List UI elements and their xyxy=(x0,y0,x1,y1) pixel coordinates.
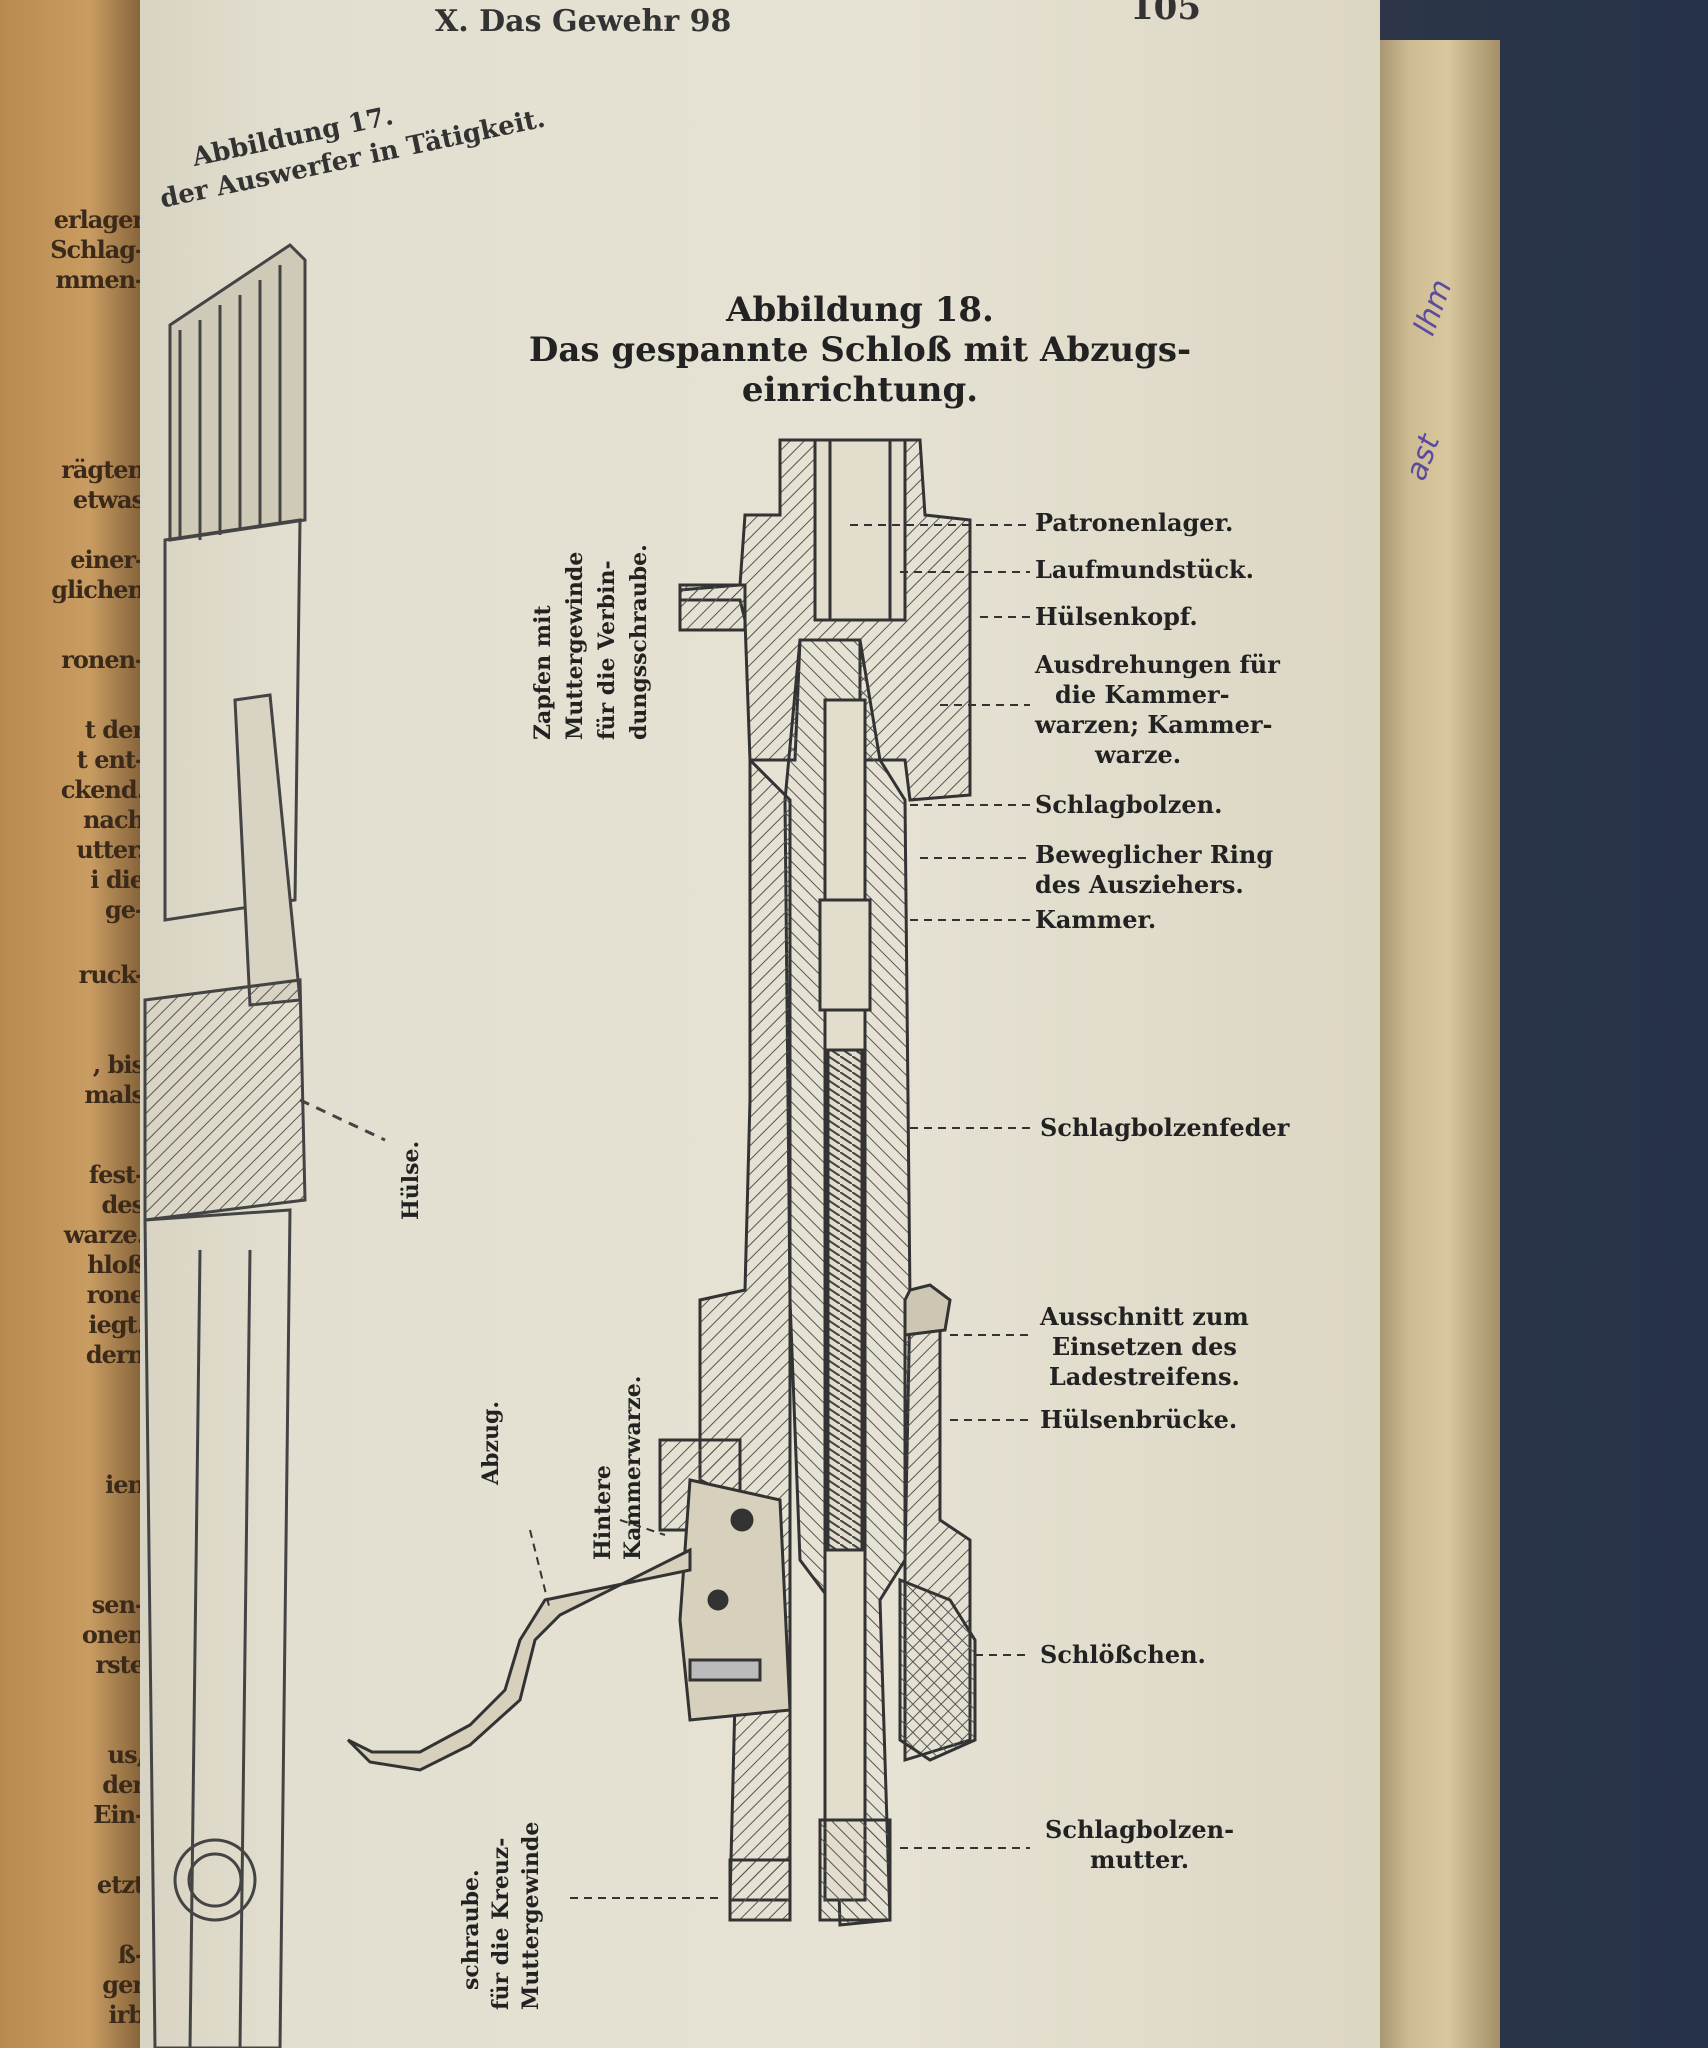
previous-page-text: us, xyxy=(107,1740,145,1769)
vlabel-zapfen: Zapfen mit xyxy=(530,540,556,740)
previous-page-text: der xyxy=(102,1770,145,1799)
leader-lines xyxy=(529,524,1030,1899)
label-huelsenbruecke: Hülsenbrücke. xyxy=(1040,1405,1238,1434)
previous-page-text: ruck- xyxy=(78,960,145,989)
label-mutter-line2: mutter. xyxy=(1089,1845,1190,1874)
vlabel-zapfen-3: für die Verbin- xyxy=(594,540,620,740)
figure18-title-line2: Das gespannte Schloß mit Abzugs- xyxy=(528,330,1192,370)
vlabel-muttergewinde-1: Muttergewinde xyxy=(518,1810,544,2010)
previous-page-text: einer- xyxy=(70,545,145,574)
label-ring-line1: Beweglicher Ring xyxy=(1035,840,1274,869)
previous-page-text: rägten xyxy=(61,455,145,484)
previous-page-text: mmen- xyxy=(55,265,145,294)
chapter-header: X. Das Gewehr 98 xyxy=(435,4,732,39)
label-mutter-line1: Schlagbolzen- xyxy=(1045,1815,1235,1844)
previous-page-text: irb xyxy=(108,2000,145,2029)
label-ausdrehungen-line3: warzen; Kammer- xyxy=(1035,710,1273,739)
label-ring-line2: des Ausziehers. xyxy=(1035,870,1244,899)
label-ausdrehungen-line1: Ausdrehungen für xyxy=(1035,650,1280,679)
previous-page-text: dern xyxy=(85,1340,145,1369)
label-patronenlager: Patronenlager. xyxy=(1035,508,1234,537)
previous-page-text: fest- xyxy=(88,1160,145,1189)
previous-page-text: ronen- xyxy=(61,645,145,674)
previous-page-text: Ein- xyxy=(93,1800,145,1829)
previous-page-text: ger xyxy=(102,1970,145,1999)
vlabel-hintere-kammerwarze-1: Hintere xyxy=(590,1370,616,1560)
page-number: 105 xyxy=(1130,0,1201,28)
vlabel-mutterg-line3: schraube. xyxy=(458,1869,484,1990)
label-kammer: Kammer. xyxy=(1035,905,1157,934)
vlabel-zapfen-line1: Zapfen mit xyxy=(530,605,556,740)
previous-page-text: glichen xyxy=(51,575,145,604)
previous-page-text: i die xyxy=(90,865,145,894)
previous-page-text: nach xyxy=(82,805,145,834)
previous-page-text: warze. xyxy=(63,1220,145,1249)
label-huelsenkopf: Hülsenkopf. xyxy=(1035,602,1198,631)
vlabel-zapfen-line2: Muttergewinde xyxy=(562,551,588,740)
previous-page-text: iegt. xyxy=(88,1310,145,1339)
vlabel-mutterg-line2: für die Kreuz- xyxy=(488,1837,514,2010)
vlabel-zapfen-4: dungsschraube. xyxy=(626,540,652,740)
figure18-drawing xyxy=(346,438,977,1927)
previous-page-text: sen- xyxy=(91,1590,145,1619)
previous-page-text: mals xyxy=(84,1080,145,1109)
vlabel-abzug-text: Abzug. xyxy=(478,1401,504,1485)
previous-page-text: Schlag- xyxy=(50,235,145,264)
label-ausschnitt-line2: Einsetzen des xyxy=(1051,1332,1237,1361)
label-ausdrehungen: Ausdrehungen für die Kammer- warzen; Kam… xyxy=(1035,650,1280,770)
previous-page-text: etwas xyxy=(72,485,145,514)
label-schloesschen: Schlößchen. xyxy=(1040,1640,1206,1669)
previous-page-text: rste xyxy=(95,1650,145,1679)
previous-page-text: rone xyxy=(86,1280,145,1309)
vlabel-mutterg-line1: Muttergewinde xyxy=(518,1821,544,2010)
vlabel-abzug: Abzug. xyxy=(478,1395,504,1485)
previous-page-text: erlager xyxy=(53,205,145,234)
vlabel-zapfen-line4: dungsschraube. xyxy=(626,544,652,740)
label-ausdrehungen-line2: die Kammer- xyxy=(1055,680,1230,709)
vlabel-huelse: Hülse. xyxy=(398,1130,424,1220)
label-laufmundstueck: Laufmundstück. xyxy=(1035,555,1254,584)
previous-page-text: utter. xyxy=(76,835,145,864)
label-beweglicher-ring: Beweglicher Ring des Ausziehers. xyxy=(1035,840,1273,900)
figure18-title-line3: einrichtung. xyxy=(741,370,979,410)
previous-page-text: ge- xyxy=(104,895,145,924)
book-edge: lhm ast xyxy=(1370,40,1500,2048)
label-ausschnitt: Ausschnitt zum Einsetzen des Ladestreife… xyxy=(1040,1302,1249,1392)
figure18-title-line1: Abbildung 18. xyxy=(726,290,994,330)
previous-page-text: , bis xyxy=(92,1050,145,1079)
label-ausdrehungen-line4: warze. xyxy=(1095,740,1182,769)
previous-page-text: onen xyxy=(81,1620,145,1649)
label-schlagbolzenfeder: Schlagbolzenfeder xyxy=(1040,1113,1290,1142)
figure17-drawing xyxy=(143,243,386,2048)
vlabel-muttergewinde-2: für die Kreuz- xyxy=(488,1810,514,2010)
figure18-title: Abbildung 18. Das gespannte Schloß mit A… xyxy=(520,290,1200,410)
label-schlagbolzenmutter: Schlagbolzen- mutter. xyxy=(1045,1815,1234,1875)
label-schlagbolzen: Schlagbolzen. xyxy=(1035,790,1223,819)
vlabel-hintere-line2: Kammerwarze. xyxy=(620,1375,646,1560)
previous-page-text: ien xyxy=(105,1470,145,1499)
vlabel-huelse-text: Hülse. xyxy=(398,1140,424,1220)
previous-page-text: etzt xyxy=(96,1870,145,1899)
vlabel-zapfen-2: Muttergewinde xyxy=(562,540,588,740)
label-ausschnitt-line3: Ladestreifens. xyxy=(1048,1362,1240,1391)
previous-page-text: t ent- xyxy=(76,745,145,774)
vlabel-hintere-line1: Hintere xyxy=(590,1465,616,1560)
vlabel-hintere-kammerwarze-2: Kammerwarze. xyxy=(620,1370,646,1560)
previous-page-text: t der xyxy=(84,715,145,744)
vlabel-zapfen-line3: für die Verbin- xyxy=(594,560,620,740)
label-ausschnitt-line1: Ausschnitt zum xyxy=(1040,1302,1249,1331)
previous-page-text: hloß xyxy=(87,1250,145,1279)
vlabel-muttergewinde-3: schraube. xyxy=(458,1830,484,1990)
previous-page-text: des xyxy=(101,1190,145,1219)
previous-page-text: ckend. xyxy=(60,775,145,804)
